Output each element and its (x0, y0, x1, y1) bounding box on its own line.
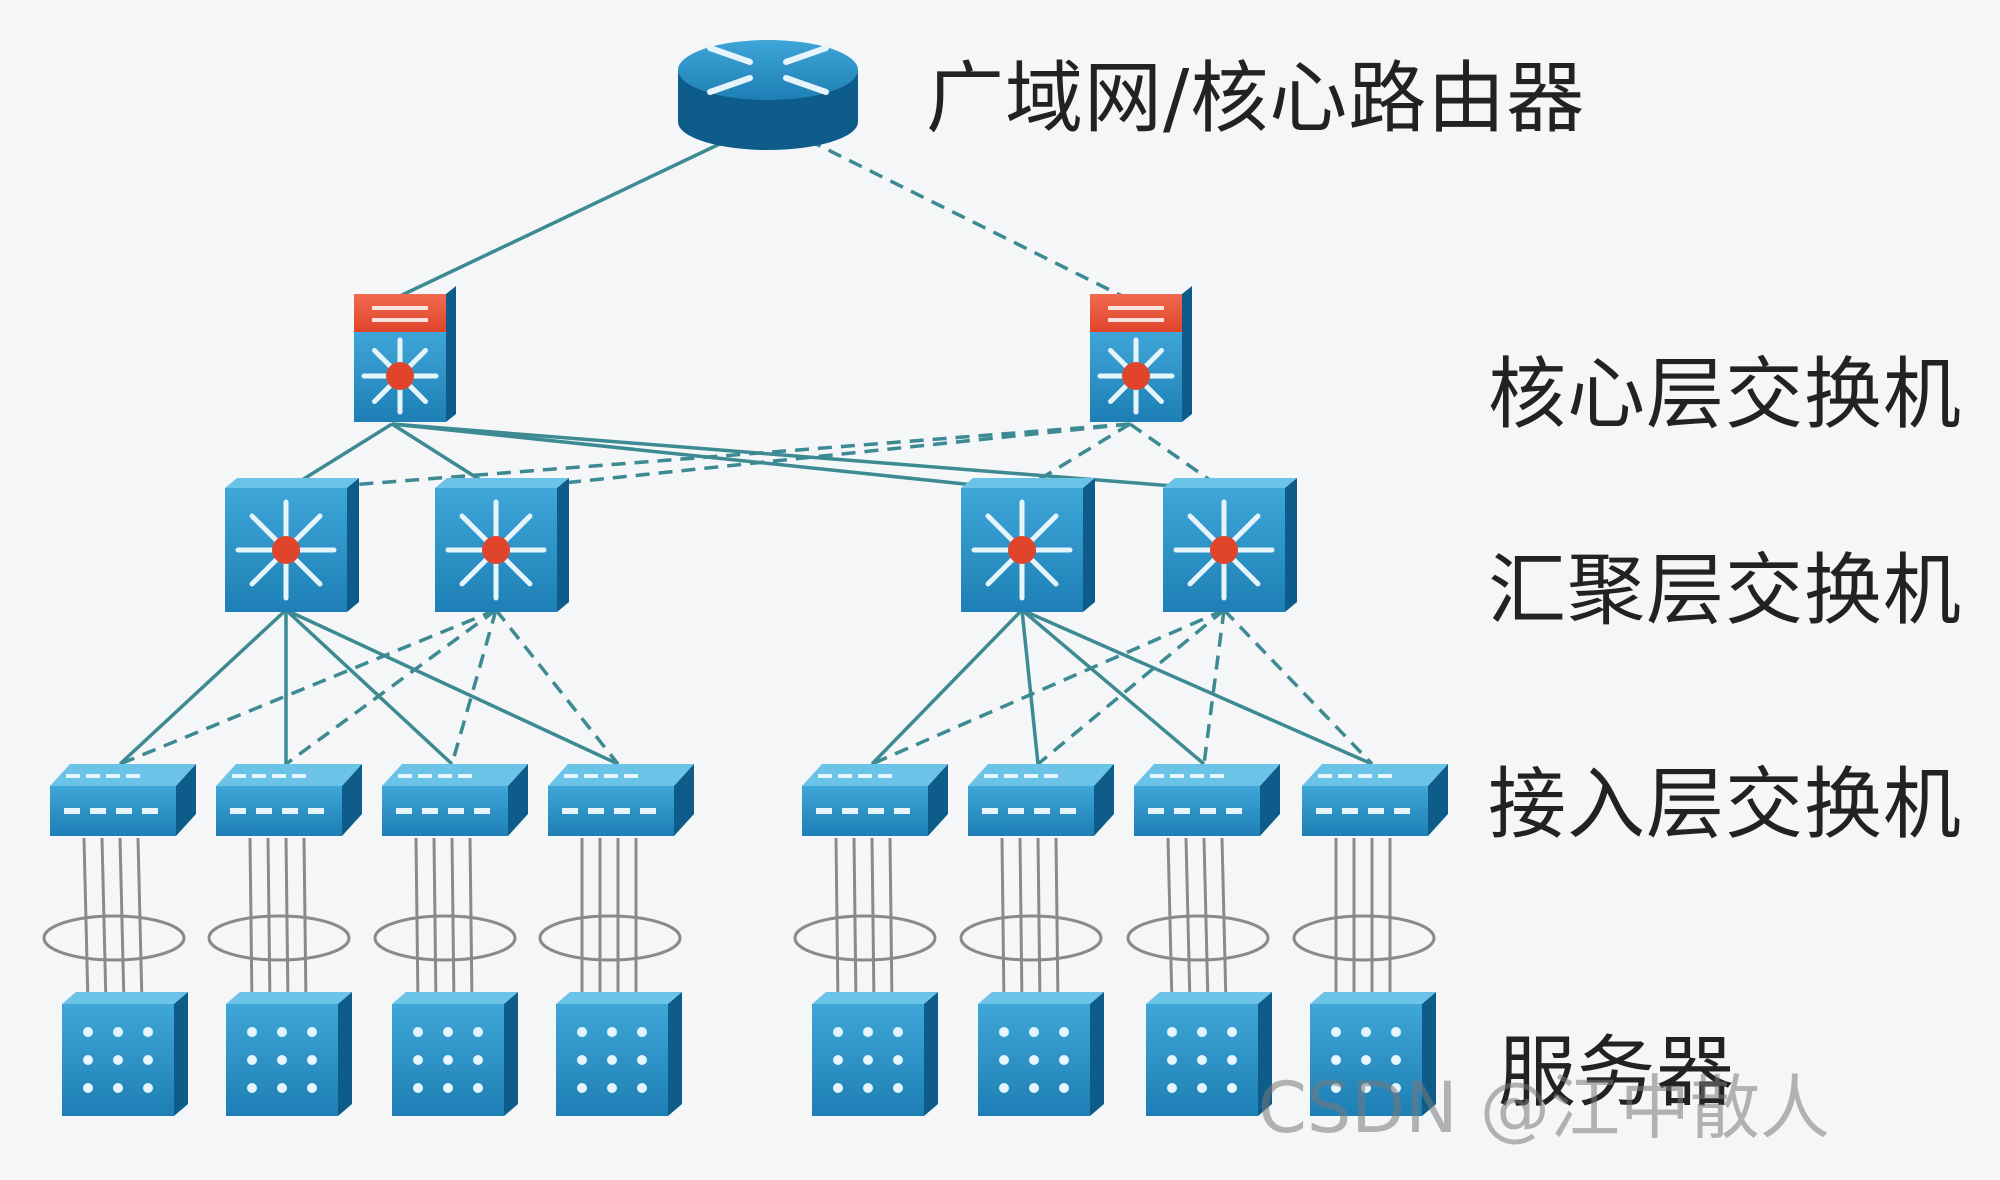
server-icon (812, 992, 938, 1116)
server-uplink-bundle-4 (538, 838, 682, 1004)
workgroup-switch-icon (802, 764, 948, 836)
link-agg4-acc6 (1036, 608, 1226, 766)
link-agg1-acc1 (118, 608, 288, 766)
multilayer-switch-icon (354, 286, 456, 422)
watermark: CSDN @江中散人 (1258, 1067, 1830, 1149)
server-uplink-bundle-3 (373, 837, 517, 1005)
server-icon (978, 992, 1104, 1116)
server-icon (1146, 992, 1272, 1116)
server-icon (226, 992, 352, 1116)
workgroup-switch-icon (50, 764, 196, 836)
link-agg3-acc6 (1020, 609, 1040, 765)
workgroup-switch-icon (548, 764, 694, 836)
label-core-router: 广域网/核心路由器 (926, 54, 1586, 144)
server-uplink-bundle-5 (793, 837, 937, 1005)
server-icon (556, 992, 682, 1116)
label-aggregation-switch: 汇聚层交换机 (1488, 546, 1963, 636)
link-agg2-acc1 (119, 608, 497, 766)
link-agg3-acc7 (1020, 608, 1206, 766)
link-agg3-acc8 (1021, 608, 1373, 766)
label-core-switch: 核心层交换机 (1488, 350, 1963, 440)
link-agg4-acc7 (1202, 609, 1226, 765)
link-agg3-acc5 (870, 608, 1024, 766)
link-agg1-acc4 (285, 608, 619, 766)
workgroup-switch-icon (382, 764, 528, 836)
link-agg4-acc5 (871, 608, 1225, 766)
router-icon (678, 40, 858, 150)
link-agg2-acc2 (284, 608, 498, 766)
link-core-right-agg-2 (495, 422, 1131, 492)
server-uplink-bundle-8 (1292, 838, 1436, 1004)
link-agg2-acc3 (450, 609, 498, 765)
server-uplink-bundle-2 (207, 837, 351, 1005)
workgroup-switch-icon (216, 764, 362, 836)
workgroup-switch-icon (968, 764, 1114, 836)
link-agg4-acc8 (1222, 608, 1374, 766)
workgroup-switch-icon (1134, 764, 1280, 836)
label-server: 服务器 (1498, 1028, 1736, 1118)
link-agg2-acc4 (494, 608, 620, 766)
server-uplink-bundle-7 (1126, 837, 1270, 1005)
links-layer (42, 138, 1436, 1005)
multilayer-switch-icon (225, 478, 359, 612)
label-access-switch: 接入层交换机 (1488, 760, 1963, 850)
link-agg1-acc3 (284, 608, 454, 766)
link-core-left-agg-3 (391, 422, 1023, 492)
link-router-core-right (807, 138, 1123, 298)
server-uplink-bundle-1 (42, 837, 186, 1005)
link-router-core-left (399, 138, 729, 298)
multilayer-switch-icon (435, 478, 569, 612)
multilayer-switch-icon (961, 478, 1095, 612)
devices-layer (50, 40, 1448, 1116)
workgroup-switch-icon (1302, 764, 1448, 836)
multilayer-switch-icon (1163, 478, 1297, 612)
server-icon (1310, 992, 1436, 1116)
server-icon (392, 992, 518, 1116)
server-uplink-bundle-6 (959, 837, 1103, 1005)
multilayer-switch-icon (1090, 286, 1192, 422)
server-icon (62, 992, 188, 1116)
